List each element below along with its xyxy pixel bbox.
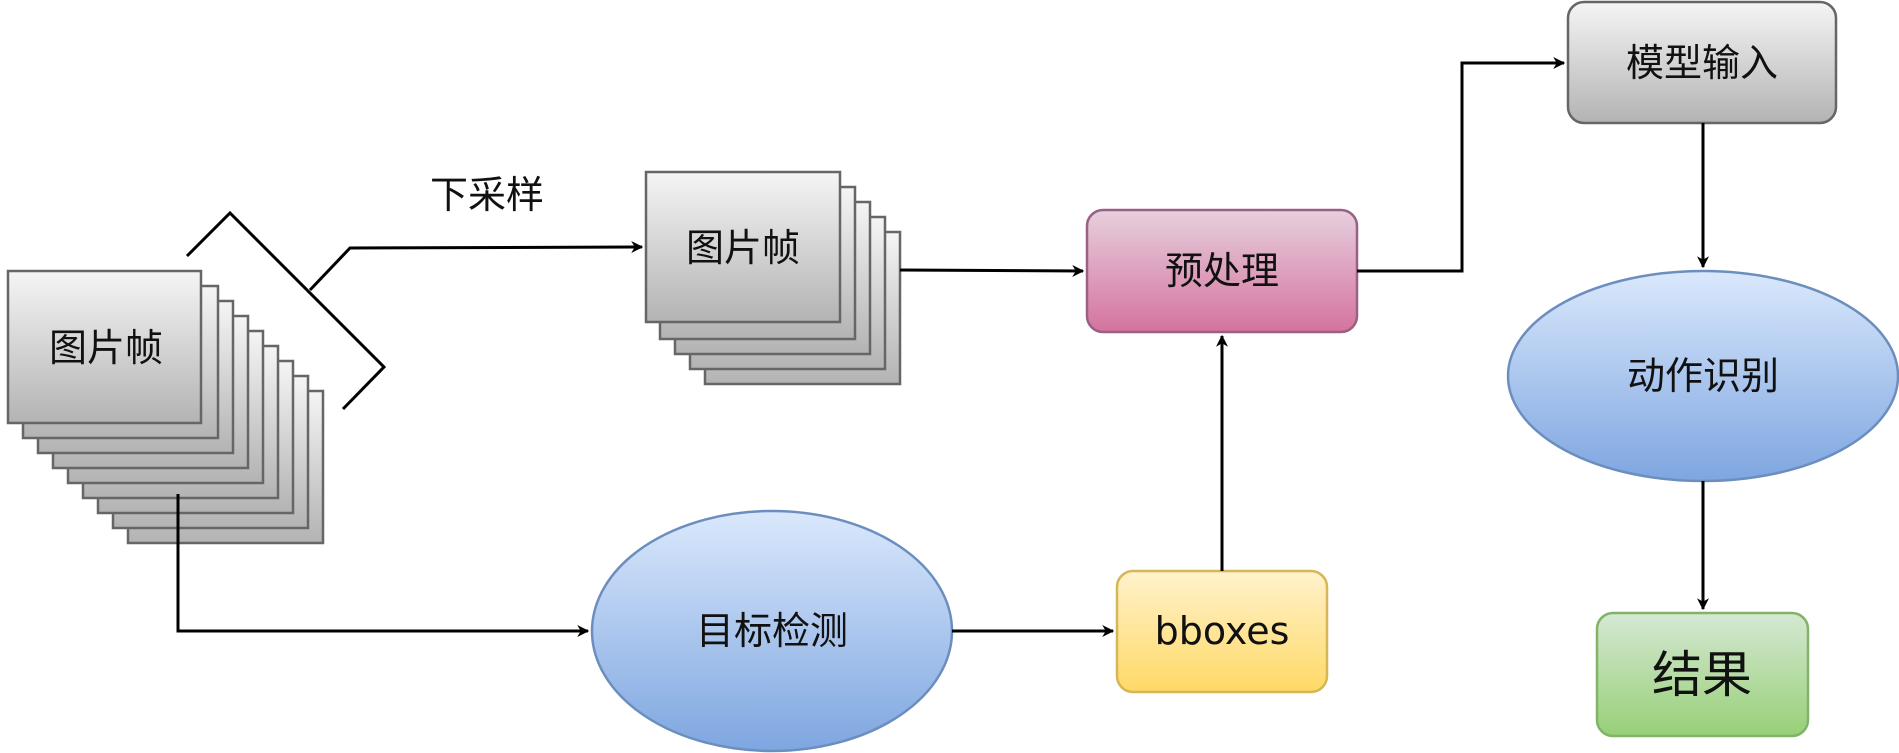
frames-left-label: 图片帧 [49, 326, 163, 370]
frames-mid-label: 图片帧 [686, 226, 800, 270]
frames-stack-left [6, 269, 325, 545]
arrow-frames-to-preprocess [899, 264, 1085, 277]
result-box [1595, 611, 1810, 738]
arrow-frames-to-detection [176, 494, 590, 637]
bboxes-label: bboxes [1155, 609, 1290, 653]
arrow-preprocess-to-model-input [1357, 57, 1566, 273]
arrow-downsample-to-frames [308, 241, 644, 292]
downsample-label: 下采样 [430, 173, 544, 217]
detection-label: 目标检测 [696, 609, 848, 653]
model-input-label: 模型输入 [1626, 41, 1778, 85]
downsample-bracket [185, 210, 387, 411]
action-recognition-label: 动作识别 [1627, 354, 1779, 398]
frames-stack-mid [644, 170, 902, 386]
result-label: 结果 [1652, 646, 1752, 704]
preprocess-label: 预处理 [1165, 249, 1279, 293]
